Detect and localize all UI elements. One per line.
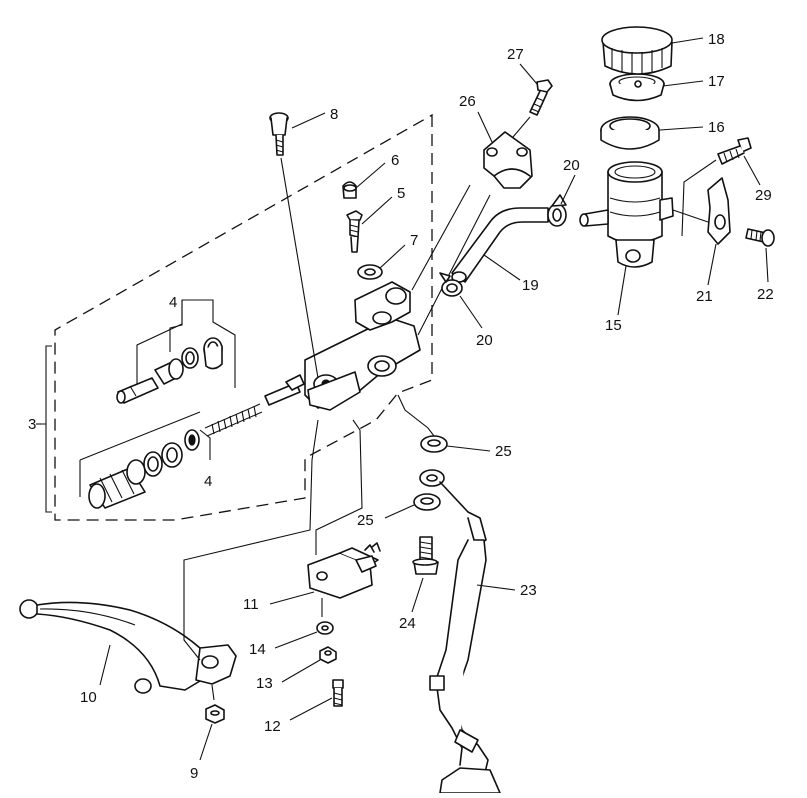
callout-25-lower: 25 xyxy=(357,512,374,529)
callout-6: 6 xyxy=(391,152,399,169)
leader-21 xyxy=(707,243,717,286)
callout-5: 5 xyxy=(397,185,405,202)
leader-22 xyxy=(765,247,769,283)
callout-17: 17 xyxy=(708,73,725,90)
leader-26 xyxy=(477,111,493,143)
callout-25-upper: 25 xyxy=(495,443,512,460)
callout-18: 18 xyxy=(708,31,725,48)
part-27-bolt xyxy=(512,79,553,138)
callout-22: 22 xyxy=(757,286,774,303)
callout-13: 13 xyxy=(256,675,273,692)
part-4-piston-kit-upper xyxy=(116,299,236,404)
callout-26: 26 xyxy=(459,93,476,110)
leader-6 xyxy=(355,162,386,189)
leader-8 xyxy=(291,112,326,129)
part-20-hose-clip-lower xyxy=(439,272,463,297)
part-6-bleed-cap xyxy=(342,181,357,199)
part-19-reservoir-hose xyxy=(451,207,549,283)
callout-29: 29 xyxy=(755,187,772,204)
part-9-nut xyxy=(205,684,225,724)
part-21-reservoir-bracket xyxy=(672,177,731,245)
callout-23: 23 xyxy=(520,582,537,599)
callout-15: 15 xyxy=(605,317,622,334)
callout-11: 11 xyxy=(243,596,259,613)
part-29-bolt xyxy=(681,137,752,237)
master-cylinder-body xyxy=(304,281,421,411)
part-25-washer-lower xyxy=(413,493,441,511)
part-5-bleed-screw xyxy=(346,210,363,253)
leader-20b xyxy=(459,295,483,329)
callout-4-lower: 4 xyxy=(204,473,212,490)
assembly-3-boundary xyxy=(54,113,433,521)
part-12-screw xyxy=(332,679,344,707)
leader-17 xyxy=(662,80,704,87)
part-23-brake-hose xyxy=(419,469,501,794)
leader-12 xyxy=(289,697,333,721)
callout-14: 14 xyxy=(249,641,266,658)
part-4-piston-kit-lower xyxy=(79,374,305,509)
part-22-screw xyxy=(745,228,775,247)
part-26-holder-clamp xyxy=(411,131,533,336)
callout-8: 8 xyxy=(330,106,338,123)
leader-10 xyxy=(99,644,111,686)
callout-12: 12 xyxy=(264,718,281,735)
part-13-nut xyxy=(319,646,337,664)
part-14-washer xyxy=(316,598,334,635)
callout-4-upper: 4 xyxy=(169,294,177,311)
callout-3: 3 xyxy=(28,416,36,433)
leader-15 xyxy=(617,265,627,316)
callout-10: 10 xyxy=(80,689,97,706)
part-15-reservoir-tank xyxy=(579,161,674,268)
leader-14 xyxy=(274,631,318,649)
part-10-brake-lever xyxy=(19,419,319,694)
part-8-pivot-bolt xyxy=(269,112,319,379)
leader-24 xyxy=(411,577,424,613)
callout-27: 27 xyxy=(507,46,524,63)
part-20-hose-clip-upper xyxy=(547,194,567,227)
leader-13 xyxy=(281,659,321,683)
callout-7: 7 xyxy=(410,232,418,249)
part-24-banjo-bolt xyxy=(412,536,439,575)
callout-9: 9 xyxy=(190,765,198,782)
leader-18 xyxy=(671,37,704,44)
callout-24: 24 xyxy=(399,615,416,632)
leader-16 xyxy=(659,126,704,131)
part-16-diaphragm xyxy=(600,116,660,150)
callout-19: 19 xyxy=(522,277,539,294)
callout-16: 16 xyxy=(708,119,725,136)
leader-29 xyxy=(743,155,761,186)
leader-25a xyxy=(446,445,491,452)
leader-19 xyxy=(483,254,521,281)
leader-5 xyxy=(361,196,393,225)
callout-21: 21 xyxy=(696,288,713,305)
leader-20a xyxy=(560,174,576,205)
leader-9 xyxy=(199,723,213,761)
part-7-washer xyxy=(357,264,383,280)
leader-27 xyxy=(519,63,538,85)
leader-25b xyxy=(384,504,415,519)
callout-20-upper: 20 xyxy=(563,157,580,174)
part-17-diaphragm-plate xyxy=(609,73,665,102)
leader-23 xyxy=(476,584,516,591)
part-11-brake-switch xyxy=(307,419,381,599)
callout-20-lower: 20 xyxy=(476,332,493,349)
part-25-washer-upper xyxy=(397,394,448,453)
leader-7 xyxy=(379,244,406,269)
leader-11 xyxy=(269,591,315,605)
part-3-bracket xyxy=(42,345,52,513)
part-18-reservoir-cap xyxy=(601,26,673,75)
